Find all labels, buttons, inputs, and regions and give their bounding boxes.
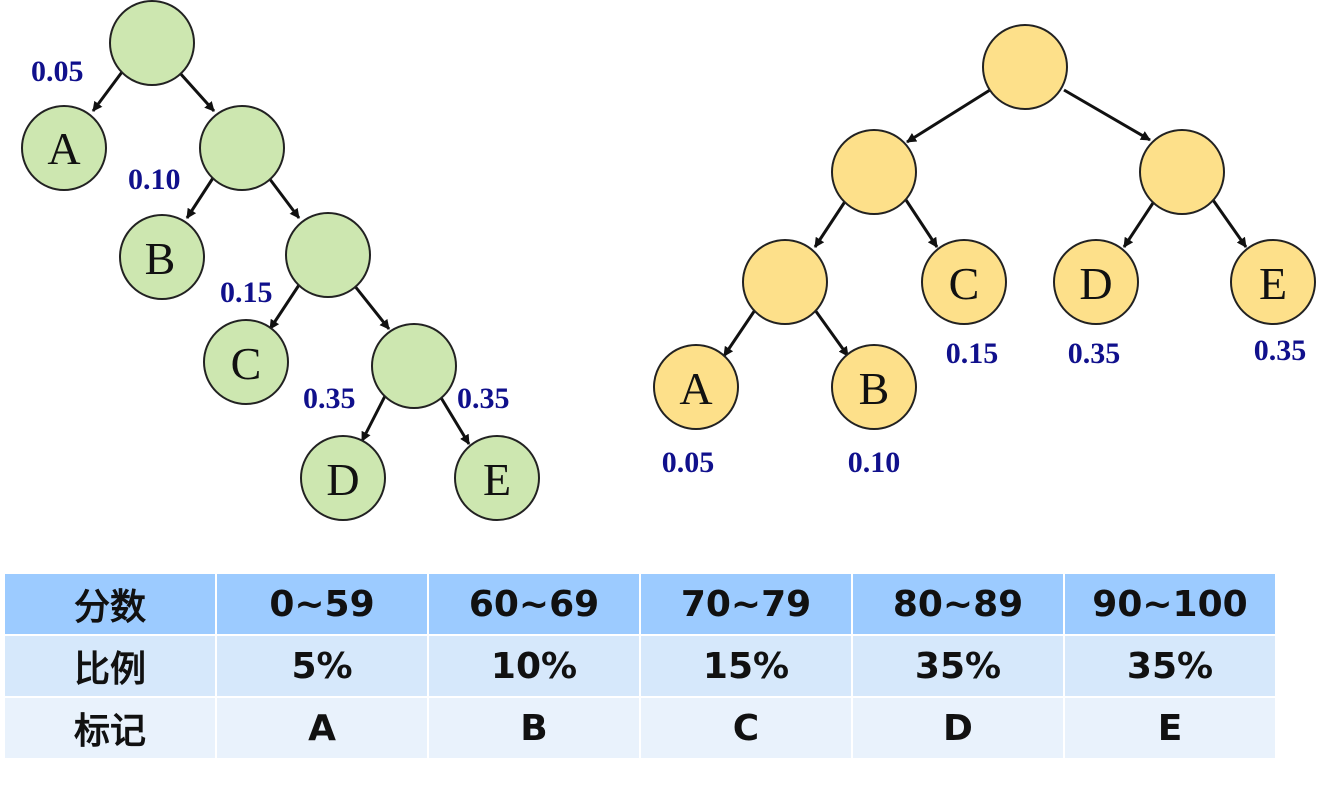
left-edge-n2-n3 bbox=[352, 284, 391, 330]
left-root-node bbox=[109, 0, 195, 86]
right-leaf-a-label: A bbox=[679, 363, 712, 414]
left-prob-b: 0.10 bbox=[128, 163, 181, 196]
table-cell: 90~100 bbox=[1065, 574, 1275, 634]
left-edge-root-n1 bbox=[177, 70, 216, 113]
left-leaf-e-label: E bbox=[483, 454, 511, 505]
row-header-score: 分数 bbox=[5, 574, 215, 634]
left-leaf-d-label: D bbox=[326, 454, 359, 505]
right-leaf-c-label: C bbox=[949, 258, 980, 309]
left-leaf-e bbox=[454, 435, 540, 521]
left-internal-node-1 bbox=[199, 105, 285, 191]
table-cell: 80~89 bbox=[853, 574, 1063, 634]
table-cell: 15% bbox=[641, 636, 851, 696]
left-prob-d: 0.35 bbox=[303, 382, 356, 415]
decision-trees-diagram: A B C D E 0.05 0.10 0.15 0.35 0.35 A B bbox=[21, 0, 1316, 521]
right-edge-l-ll bbox=[813, 199, 848, 248]
left-leaf-d bbox=[300, 435, 386, 521]
right-leaf-e bbox=[1230, 239, 1316, 325]
right-internal-node-left bbox=[831, 129, 917, 215]
table-cell: 0~59 bbox=[217, 574, 427, 634]
right-tree: A B C D E 0.05 0.10 0.15 0.35 0.35 bbox=[653, 24, 1316, 479]
right-leaf-d bbox=[1053, 239, 1139, 325]
left-tree: A B C D E 0.05 0.10 0.15 0.35 0.35 bbox=[21, 0, 540, 521]
right-prob-e: 0.35 bbox=[1254, 334, 1307, 367]
table-cell: B bbox=[429, 698, 639, 758]
right-edge-r-e bbox=[1211, 199, 1248, 248]
row-header-mark: 标记 bbox=[5, 698, 215, 758]
table-cell: 60~69 bbox=[429, 574, 639, 634]
table-cell: E bbox=[1065, 698, 1275, 758]
left-prob-e: 0.35 bbox=[457, 382, 510, 415]
table-row-score: 分数 0~59 60~69 70~79 80~89 90~100 bbox=[5, 574, 1275, 634]
right-leaf-d-label: D bbox=[1079, 258, 1112, 309]
right-edge-root-l bbox=[906, 88, 991, 144]
right-prob-d: 0.35 bbox=[1068, 337, 1121, 370]
table-cell: C bbox=[641, 698, 851, 758]
right-prob-a: 0.05 bbox=[662, 446, 715, 479]
right-edge-root-r bbox=[1063, 88, 1151, 142]
table-cell: 35% bbox=[853, 636, 1063, 696]
table-cell: A bbox=[217, 698, 427, 758]
table-cell: 10% bbox=[429, 636, 639, 696]
table-cell: D bbox=[853, 698, 1063, 758]
right-leaf-b bbox=[831, 344, 917, 430]
row-header-ratio: 比例 bbox=[5, 636, 215, 696]
left-leaf-b-label: B bbox=[145, 233, 176, 284]
left-edge-n1-n2 bbox=[267, 177, 301, 219]
left-leaf-c bbox=[203, 319, 289, 405]
right-internal-node-leftleft bbox=[742, 239, 828, 325]
left-internal-node-3 bbox=[371, 323, 457, 409]
left-edge-n1-b bbox=[185, 177, 215, 219]
right-edge-r-d bbox=[1122, 199, 1157, 248]
right-leaf-a bbox=[653, 344, 739, 430]
grade-mapping-table: 分数 0~59 60~69 70~79 80~89 90~100 比例 5% 1… bbox=[3, 572, 1277, 760]
left-internal-node-2 bbox=[285, 212, 371, 298]
right-prob-c: 0.15 bbox=[946, 337, 999, 370]
left-prob-c: 0.15 bbox=[220, 276, 273, 309]
right-edge-l-c bbox=[904, 199, 939, 248]
left-leaf-c-label: C bbox=[231, 338, 262, 389]
table-cell: 70~79 bbox=[641, 574, 851, 634]
left-edge-n2-c bbox=[268, 284, 301, 330]
right-leaf-b-label: B bbox=[859, 363, 890, 414]
table-cell: 5% bbox=[217, 636, 427, 696]
table-row-ratio: 比例 5% 10% 15% 35% 35% bbox=[5, 636, 1275, 696]
right-internal-node-right bbox=[1139, 129, 1225, 215]
left-edge-n3-d bbox=[360, 395, 387, 442]
right-leaf-c bbox=[921, 239, 1007, 325]
right-edge-ll-b bbox=[813, 309, 850, 357]
right-edge-ll-a bbox=[722, 309, 757, 357]
left-leaf-a bbox=[21, 105, 107, 191]
left-prob-a: 0.05 bbox=[31, 55, 84, 88]
table-row-mark: 标记 A B C D E bbox=[5, 698, 1275, 758]
left-edge-n3-e bbox=[438, 395, 471, 445]
left-leaf-a-label: A bbox=[47, 123, 80, 174]
right-prob-b: 0.10 bbox=[848, 446, 901, 479]
right-leaf-e-label: E bbox=[1259, 258, 1287, 309]
left-edge-root-a bbox=[91, 71, 124, 112]
right-root-node bbox=[982, 24, 1068, 110]
table-cell: 35% bbox=[1065, 636, 1275, 696]
left-leaf-b bbox=[119, 214, 205, 300]
